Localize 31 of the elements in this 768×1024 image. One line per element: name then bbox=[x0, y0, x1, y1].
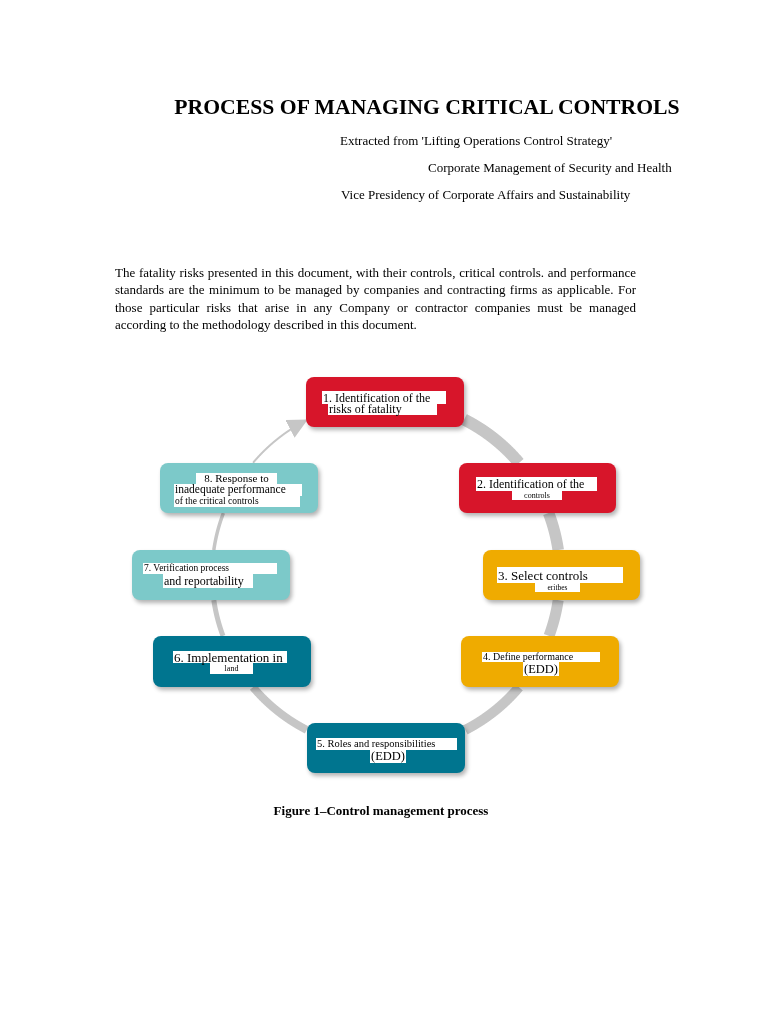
step-label: and reportability bbox=[163, 574, 253, 588]
subtitle-line: Corporate Management of Security and Health bbox=[428, 160, 672, 176]
step-label: controls bbox=[512, 491, 562, 500]
body-paragraph: The fatality risks presented in this document, with their controls, critical controls. and performance standards are the minimum to be managed by companies and contracting firms as applicable. For those particular risks that arise in any Company or contractor companies must be managed according to the methodology described in this document. bbox=[115, 264, 636, 334]
cycle-arrow bbox=[252, 419, 308, 464]
step-label: inadequate performance bbox=[174, 484, 302, 496]
step-label: of the critical controls bbox=[174, 496, 300, 507]
subtitle-line: Vice Presidency of Corporate Affairs and Sustainability bbox=[341, 187, 631, 203]
process-step-box bbox=[459, 463, 616, 513]
step-label: 4. Define performance bbox=[482, 652, 600, 662]
process-step-box bbox=[483, 550, 640, 600]
process-step-box bbox=[307, 723, 465, 773]
step-label: (EDD) bbox=[370, 750, 406, 763]
step-label: (EDD) bbox=[523, 662, 559, 676]
step-label: 8. Response to bbox=[196, 473, 277, 484]
step-label: 3. Select controls bbox=[497, 567, 623, 583]
process-step-box bbox=[461, 636, 619, 687]
step-label: risks of fatality bbox=[328, 403, 437, 415]
process-step-box bbox=[160, 463, 318, 513]
figure-caption: Figure 1–Control management process bbox=[273, 803, 489, 819]
cycle-arc bbox=[212, 511, 226, 552]
process-step-box bbox=[153, 636, 311, 687]
step-label: 7. Verification process bbox=[143, 563, 277, 574]
step-label: 2. Identification of the bbox=[476, 477, 597, 491]
step-label: land bbox=[210, 663, 253, 674]
step-label: 5. Roles and responsibilities bbox=[316, 738, 457, 750]
process-step-box bbox=[306, 377, 464, 427]
process-step-box bbox=[132, 550, 290, 600]
subtitle-line: Extracted from 'Lifting Operations Control Strategy' bbox=[340, 133, 613, 149]
cycle-arc bbox=[211, 597, 226, 639]
page-title: PROCESS OF MANAGING CRITICAL CONTROLS bbox=[174, 95, 680, 120]
